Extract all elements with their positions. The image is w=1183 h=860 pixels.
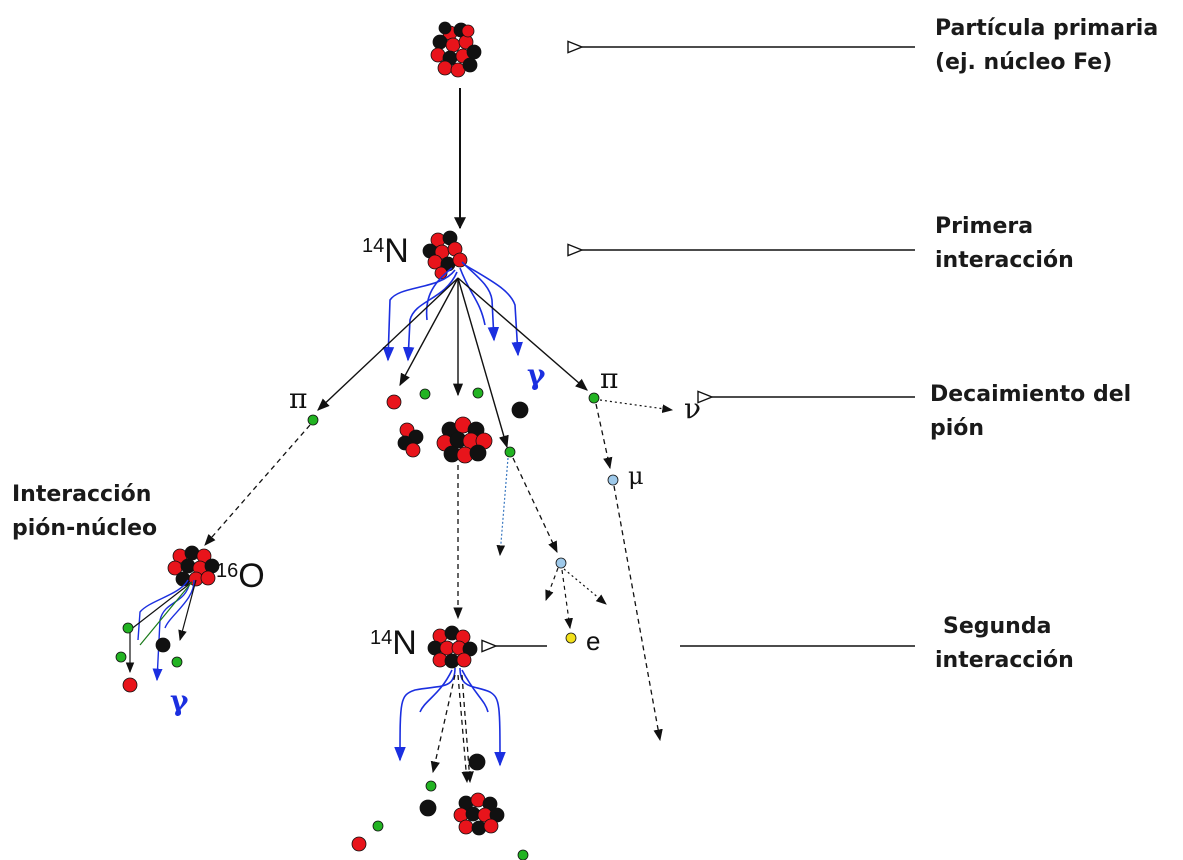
decay-track [563,568,607,605]
label-first-interaction: Primera interacción [935,210,1074,278]
label-second-line1: Segunda [943,614,1052,639]
gamma-bottom-symbol: γ [170,684,189,717]
neutrino-symbol: ν [684,392,702,425]
pion-left-symbol: π [289,382,308,415]
muon-track-a [595,403,613,470]
electron-symbol: e [586,626,601,656]
gamma-shower-2 [394,667,506,767]
muon-track-2 [512,457,558,554]
label-pion-line1: Interacción [12,482,152,507]
second-nucleus [427,625,478,669]
o16-mass-number: 16 [216,560,239,582]
label-pointers [496,47,915,646]
o16-element: O [238,557,265,595]
pion-nucleus-products [125,579,197,682]
neutrino-track-2 [496,457,509,557]
proton-fragment [386,394,402,410]
n14b-element: N [392,624,417,662]
oxygen-nucleus [167,545,220,587]
n14b-symbol: 14N [370,624,417,663]
pion-right-symbol: π [600,362,619,395]
pion-fragment [419,388,431,400]
label-primary-line1: Partícula primaria [935,16,1159,41]
n14-element: N [384,232,409,270]
fragments-1 [386,387,529,464]
label-pion-decay: Decaimiento del pión [930,378,1131,446]
label-pion-line2: pión-núcleo [12,516,158,541]
pion-fragment [472,387,484,399]
o16-symbol: 16O [216,557,265,596]
neutron-fragment [511,401,529,419]
n14-mass-number: 14 [362,235,385,257]
secondary-tracks-2 [430,674,474,784]
label-second-interaction: Segunda interacción [935,610,1074,678]
gamma-shower-1 [382,261,523,362]
label-decay-line1: Decaimiento del [930,382,1132,407]
label-decay-line2: pión [930,416,985,441]
label-first-line2: interacción [935,248,1074,273]
muon-track-b [613,485,663,742]
pion-right [588,392,600,404]
fragments-2 [351,753,529,860]
label-primary-particle: Partícula primaria (ej. núcleo Fe) [935,12,1158,80]
label-primary-line2: (ej. núcleo Fe) [935,50,1113,75]
gamma-top-symbol: γ [527,358,546,391]
n14b-mass-number: 14 [370,627,393,649]
label-second-line2: interacción [935,648,1074,673]
label-first-line1: Primera [935,214,1034,239]
decay-track [561,569,573,630]
electron [565,632,577,644]
decay-track [545,567,559,602]
muon-2 [555,557,567,569]
secondary-tracks-1 [317,277,588,449]
label-pion-nucleus-interaction: Interacción pión-núcleo [12,478,157,546]
neutrino-track [599,399,674,413]
muon-symbol: μ [628,462,644,490]
pion-left-track [204,424,311,546]
n14-symbol: 14N [362,232,409,271]
first-nucleus [422,230,468,280]
pion-nucleus-fragments [115,622,183,693]
primary-nucleus [430,21,482,78]
muon [607,474,619,486]
pion-middle [504,446,516,458]
pion-left [307,414,319,426]
